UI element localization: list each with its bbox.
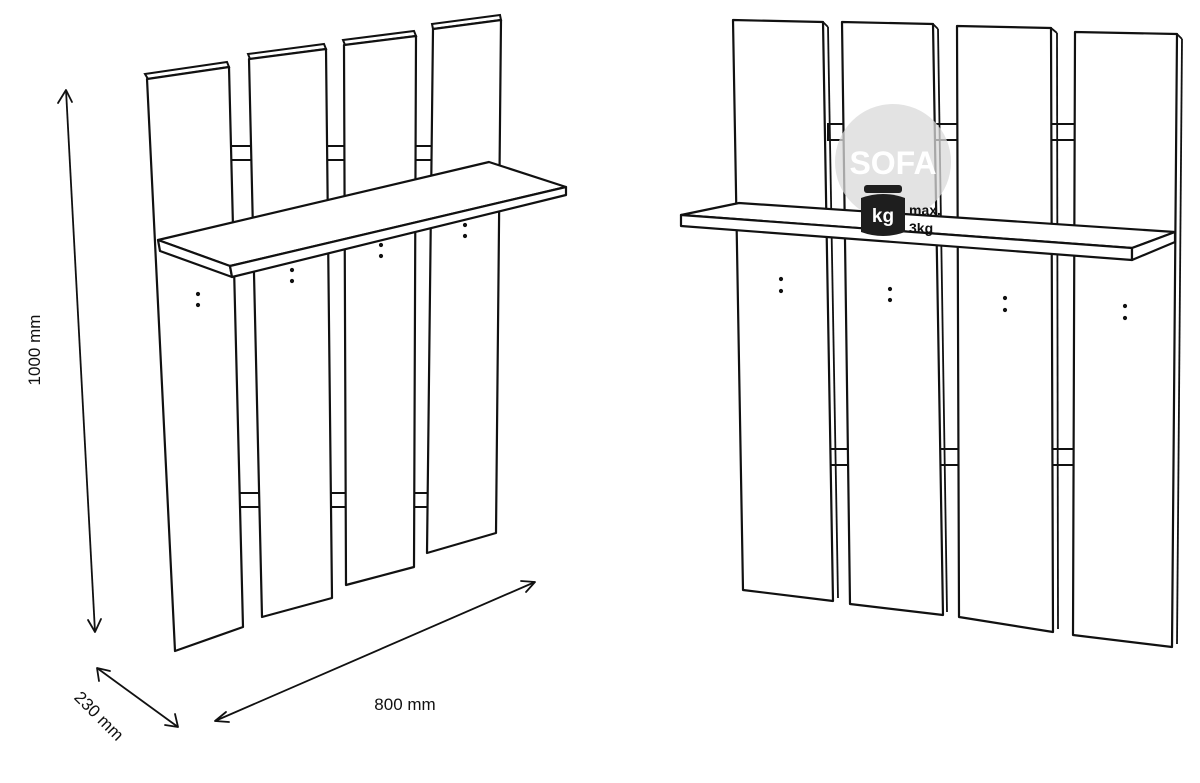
height-dimension: 1000 mm [25,89,102,633]
left-plank-1 [143,60,245,653]
width-label: 800 mm [374,695,435,714]
max-load-line2: 3kg [909,220,933,236]
depth-label: 230 mm [70,688,127,745]
right-shelf [679,201,1177,262]
right-plank-4 [1071,30,1183,649]
left-shelf [156,160,568,279]
right-view: SOFA kg max. 3kg [679,18,1183,649]
max-load-line1: max. [909,202,941,218]
width-dimension: 800 mm [214,580,536,723]
sofa-watermark: SOFA [835,104,951,220]
max-load-badge: kg max. 3kg [861,185,941,236]
watermark-text: SOFA [849,145,936,181]
kg-weight-icon: kg [872,206,894,227]
right-plank-1 [731,18,839,603]
left-plank-4 [425,13,503,555]
right-plank-3 [955,24,1059,634]
height-label: 1000 mm [25,315,44,386]
left-view: 1000 mm 800 mm 230 mm [25,13,568,745]
left-plank-2 [246,42,334,619]
left-plank-3 [341,29,418,587]
depth-dimension: 230 mm [70,667,179,745]
